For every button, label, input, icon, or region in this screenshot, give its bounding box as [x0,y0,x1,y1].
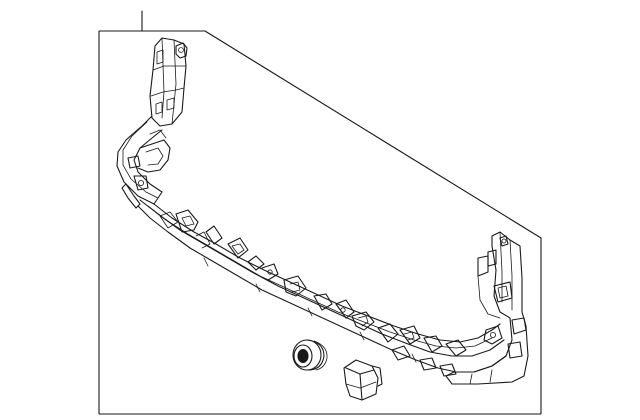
assembly-panel [98,30,542,415]
retainer-clip-part [343,359,383,401]
bumper-reinforcement-bracket [116,37,529,385]
left-corner-section [116,115,171,209]
center-beam [137,199,507,377]
right-mount-bracket [445,231,529,385]
left-mount-bracket [149,37,188,127]
grommet-part [292,339,328,371]
